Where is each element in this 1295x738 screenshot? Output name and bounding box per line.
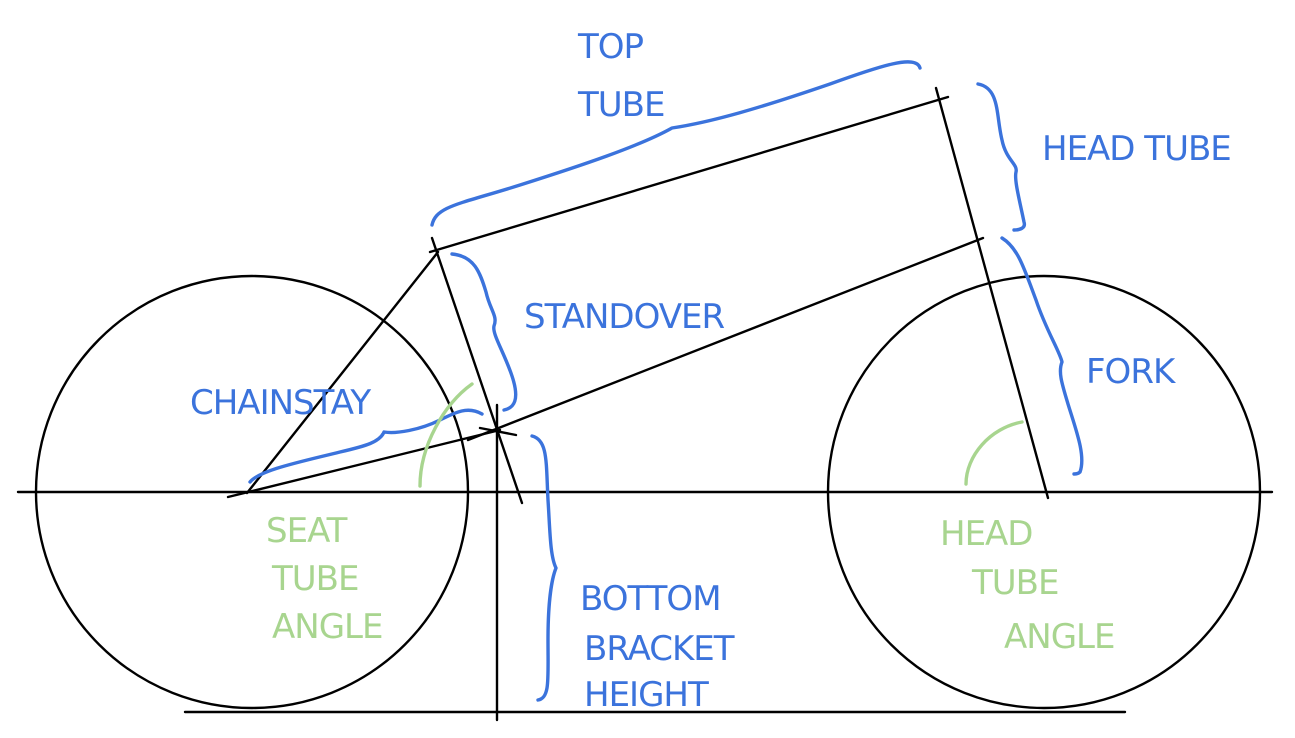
seat-stay-line (245, 250, 440, 495)
bottom-bracket-brace (530, 434, 558, 702)
chainstay-label: CHAINSTAY (190, 383, 371, 423)
head-tube-brace (976, 82, 1027, 232)
bb-cross-tick (478, 426, 518, 437)
fork-brace (1000, 236, 1084, 476)
bottom-bracket-label-line2: BRACKET (584, 629, 735, 669)
standover-brace (450, 252, 518, 412)
standover-label: STANDOVER (524, 297, 724, 337)
angle-labels: SEAT TUBE ANGLE HEAD TUBE ANGLE (266, 511, 1115, 657)
seat-tube-angle-label-line2: TUBE (271, 559, 358, 599)
top-tube-brace (430, 60, 922, 227)
seat-tube-line (430, 236, 524, 505)
fork-label: FORK (1086, 352, 1177, 392)
top-tube-label-line2: TUBE (577, 85, 664, 125)
seat-tube-angle-arc (418, 382, 474, 488)
head-tube-angle-arc (964, 420, 1024, 486)
head-tube-line (934, 86, 1050, 500)
head-tube-label: HEAD TUBE (1042, 129, 1231, 169)
chainstay-brace (248, 408, 484, 484)
top-tube-line (428, 95, 950, 254)
head-tube-angle-label-line3: ANGLE (1004, 617, 1114, 657)
bottom-bracket-label-line3: HEIGHT (584, 675, 709, 715)
dimension-labels: TOP TUBE HEAD TUBE STANDOVER CHAINSTAY F… (190, 27, 1232, 715)
seat-tube-angle-label-line3: ANGLE (272, 607, 382, 647)
head-tube-angle-label-line1: HEAD (940, 514, 1033, 554)
frame-lines (16, 86, 1274, 722)
dimension-braces (248, 60, 1084, 702)
head-tube-angle-label-line2: TUBE (971, 563, 1058, 603)
angle-arcs (418, 382, 1024, 488)
down-tube-line (466, 236, 985, 442)
seat-tube-angle-label-line1: SEAT (266, 511, 348, 551)
bottom-bracket-label-line1: BOTTOM (580, 579, 721, 619)
chainstay-line (226, 428, 502, 499)
top-tube-label-line1: TOP (577, 27, 644, 67)
